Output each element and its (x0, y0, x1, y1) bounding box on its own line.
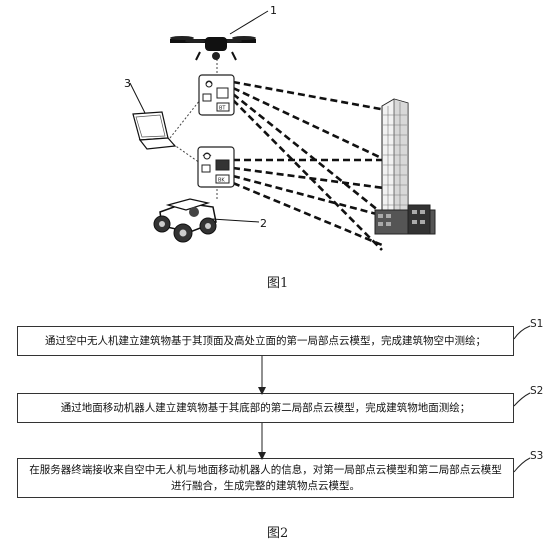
step-s1-box: 通过空中无人机建立建筑物基于其顶面及高处立面的第一局部点云模型，完成建筑物空中测… (17, 326, 514, 356)
drone-scan-lines (232, 80, 391, 251)
step-s2-box: 通过地面移动机器人建立建筑物基于其底部的第二局部点云模型，完成建筑物地面测绘； (17, 393, 514, 423)
step-s2-text: 通过地面移动机器人建立建筑物基于其底部的第二局部点云模型，完成建筑物地面测绘； (60, 402, 471, 414)
step-s3-label: S3 (530, 450, 544, 462)
step-s1-label: S1 (530, 318, 544, 330)
flowchart-connectors (258, 325, 531, 473)
building-icon (374, 98, 436, 235)
ground-robot-icon (153, 198, 217, 243)
step-s3-text: 在服务器终端接收来自空中无人机与地面移动机器人的信息，对第一局部点云模型和第二局… (29, 464, 502, 492)
drone-sensor-module: BT (198, 74, 235, 116)
leader-s2 (513, 392, 531, 407)
step-s1-text: 通过空中无人机建立建筑物基于其顶面及高处立面的第一局部点云模型，完成建筑物空中测… (45, 335, 486, 347)
figure1-caption: 图1 (267, 276, 289, 291)
laptop-icon (132, 111, 177, 150)
leader-s3 (513, 457, 531, 473)
module-label-bk: BK (218, 178, 225, 184)
callout-line-2 (211, 218, 260, 223)
drone-icon (170, 36, 256, 61)
leader-s1 (513, 325, 531, 340)
callout-line-1 (229, 10, 269, 35)
step-s2-label: S2 (530, 385, 544, 397)
callout-line-3 (129, 82, 146, 114)
robot-sensor-module: BK (197, 146, 235, 188)
robot-scan-lines (232, 158, 386, 247)
callout-2: 2 (260, 217, 267, 230)
system-diagram: BT BK (124, 4, 436, 251)
callout-1: 1 (270, 4, 277, 17)
callout-3: 3 (124, 77, 131, 90)
step-s3-box: 在服务器终端接收来自空中无人机与地面移动机器人的信息，对第一局部点云模型和第二局… (17, 458, 514, 498)
figure2-caption: 图2 (267, 526, 289, 541)
module-label-bt: BT (219, 106, 226, 112)
wireless-links (169, 55, 218, 200)
